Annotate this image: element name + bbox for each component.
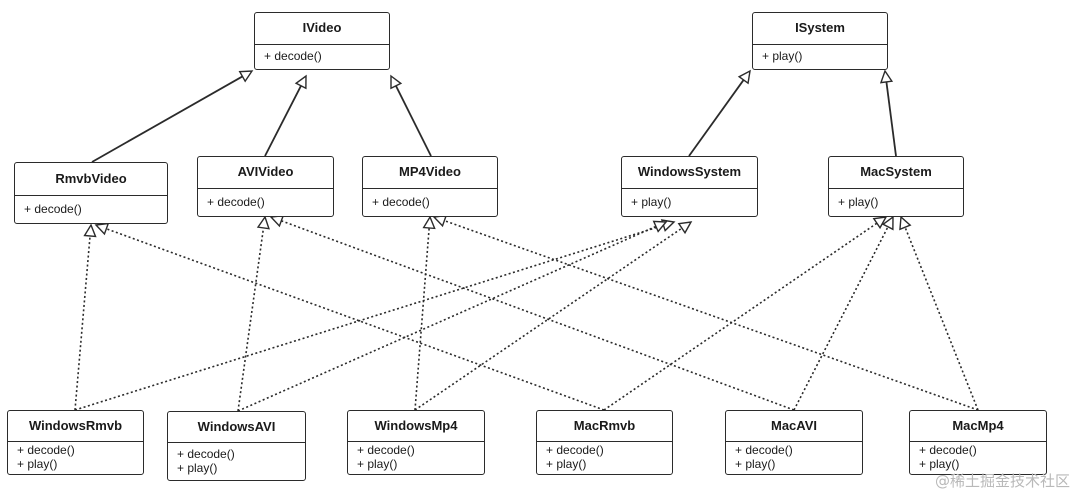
method-play: + play(): [735, 457, 776, 471]
class-box-windowsavi: WindowsAVI+ decode()+ play(): [167, 411, 306, 481]
class-methods: + decode()+ play(): [168, 443, 305, 475]
method-play: + play(): [631, 195, 672, 209]
class-title: MacAVI: [726, 411, 862, 442]
method-decode: + decode(): [735, 443, 793, 457]
class-methods: + decode(): [198, 189, 333, 209]
class-box-windowsmp4: WindowsMp4+ decode()+ play(): [347, 410, 485, 475]
hollow-arrowhead: [83, 223, 97, 238]
class-title: MacRmvb: [537, 411, 672, 442]
class-methods: + decode()+ play(): [537, 442, 672, 471]
hollow-arrowhead: [422, 215, 436, 230]
relation-line-macrmvb-rmvbvideo: [106, 228, 605, 411]
hollow-arrowhead: [432, 214, 448, 228]
class-methods: + play(): [622, 189, 757, 209]
relation-line-windowssystem-isystem: [688, 79, 745, 157]
method-play: + play(): [546, 457, 587, 471]
hollow-arrowhead: [652, 220, 668, 233]
hollow-arrowhead: [737, 69, 751, 85]
method-decode: + decode(): [17, 443, 75, 457]
relation-line-macmp4-macsystem: [904, 226, 979, 411]
hollow-arrowhead: [872, 216, 888, 230]
method-decode: + decode(): [546, 443, 604, 457]
method-play: + play(): [177, 461, 218, 475]
method-decode: + decode(): [24, 202, 82, 216]
hollow-arrowhead: [677, 221, 693, 235]
relation-line-windowsavi-avivideo: [237, 227, 265, 412]
class-methods: + decode()+ play(): [8, 442, 143, 471]
watermark: @稀土掘金技术社区: [934, 472, 1070, 490]
class-title: MP4Video: [363, 157, 497, 189]
relation-line-rmvbvideo-ivideo: [91, 75, 243, 163]
method-play: + play(): [357, 457, 398, 471]
relation-lines: [74, 69, 979, 412]
hollow-arrowhead: [899, 215, 912, 231]
class-methods: + decode(): [15, 196, 167, 216]
relation-line-mp4video-ivideo: [395, 85, 432, 157]
class-box-mp4video: MP4Video + decode(): [362, 156, 498, 217]
relation-line-windowsavi-windowssystem: [237, 225, 657, 412]
relation-line-macmp4-mp4video: [444, 219, 979, 411]
class-title: WindowsSystem: [622, 157, 757, 189]
hollow-arrowhead: [390, 74, 403, 90]
class-box-windowsrmvb: WindowsRmvb+ decode()+ play(): [7, 410, 144, 475]
method-decode: + decode(): [919, 443, 977, 457]
class-box-windowssystem: WindowsSystem + play(): [621, 156, 758, 217]
class-methods: + decode()+ play(): [348, 442, 484, 471]
hollow-arrowhead: [238, 70, 254, 83]
class-methods: + decode(): [255, 45, 389, 63]
hollow-arrowhead: [256, 215, 270, 230]
class-title: RmvbVideo: [15, 163, 167, 196]
class-methods: + play(): [829, 189, 963, 209]
class-title: MacMp4: [910, 411, 1046, 442]
class-methods: + decode(): [363, 189, 497, 209]
class-methods: + decode()+ play(): [726, 442, 862, 471]
hollow-arrowhead: [269, 214, 285, 228]
class-title: AVIVideo: [198, 157, 333, 189]
class-title: WindowsAVI: [168, 412, 305, 443]
method-decode: + decode(): [357, 443, 415, 457]
class-methods: + decode()+ play(): [910, 442, 1046, 471]
class-title: WindowsMp4: [348, 411, 484, 442]
class-box-macavi: MacAVI+ decode()+ play(): [725, 410, 863, 475]
class-box-rmvbvideo: RmvbVideo + decode(): [14, 162, 168, 224]
hollow-arrowhead: [294, 74, 307, 90]
method-play: + play(): [762, 49, 803, 63]
method-decode: + decode(): [372, 195, 430, 209]
class-box-macmp4: MacMp4+ decode()+ play(): [909, 410, 1047, 475]
relation-line-windowsrmvb-rmvbvideo: [74, 235, 91, 411]
class-box-ivideo: IVideo + decode(): [254, 12, 390, 70]
relation-line-macavi-macsystem: [793, 226, 889, 411]
relation-line-windowsrmvb-windowssystem: [74, 224, 664, 411]
class-box-macsystem: MacSystem + play(): [828, 156, 964, 217]
method-play: + play(): [17, 457, 58, 471]
class-title: ISystem: [753, 13, 887, 45]
relation-line-macrmvb-macsystem: [603, 222, 878, 411]
class-box-macrmvb: MacRmvb+ decode()+ play(): [536, 410, 673, 475]
class-methods: + play(): [753, 45, 887, 63]
hollow-arrowhead: [94, 222, 110, 236]
relation-line-macavi-avivideo: [281, 220, 795, 411]
relation-line-avivideo-ivideo: [264, 85, 302, 157]
class-title: IVideo: [255, 13, 389, 45]
relation-line-windowsmp4-mp4video: [414, 227, 430, 411]
class-title: WindowsRmvb: [8, 411, 143, 442]
relation-line-macsystem-isystem: [885, 81, 897, 157]
method-decode: + decode(): [264, 49, 322, 63]
class-box-isystem: ISystem + play(): [752, 12, 888, 70]
method-decode: + decode(): [207, 195, 265, 209]
method-decode: + decode(): [177, 447, 235, 461]
hollow-arrowhead: [881, 215, 894, 231]
hollow-arrowhead: [879, 69, 894, 84]
method-play: + play(): [919, 457, 960, 471]
class-box-avivideo: AVIVideo + decode(): [197, 156, 334, 217]
class-title: MacSystem: [829, 157, 963, 189]
method-play: + play(): [838, 195, 879, 209]
